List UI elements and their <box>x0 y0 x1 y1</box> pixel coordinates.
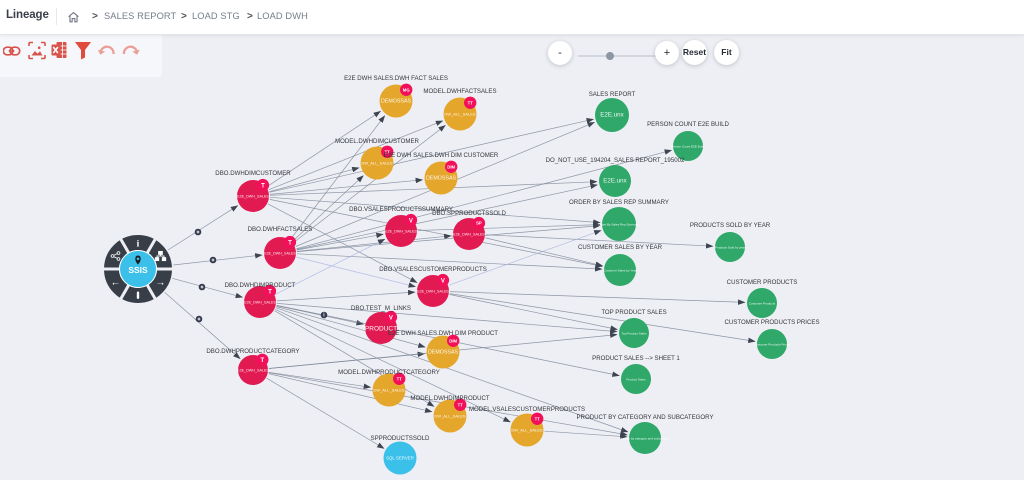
svg-text:CUSTOMER PRODUCTS PRICES: CUSTOMER PRODUCTS PRICES <box>724 319 819 326</box>
svg-text:T: T <box>288 240 292 246</box>
svg-text:T: T <box>268 289 272 295</box>
svg-text:DEMOSSAS: DEMOSSAS <box>426 176 456 182</box>
svg-text:SP: SP <box>476 221 482 226</box>
svg-text:DBO.SPPRODUCTSSOLD: DBO.SPPRODUCTSSOLD <box>432 210 506 217</box>
svg-text:E2E_DWH_SALES: E2E_DWH_SALES <box>264 252 296 256</box>
svg-text:Product by category and subcat: Product by category and subcategory <box>619 437 671 441</box>
svg-text:DIM: DIM <box>449 338 457 343</box>
svg-text:E2E.unx: E2E.unx <box>603 178 627 185</box>
svg-text:Customer Sales by Year: Customer Sales by Year <box>603 269 636 273</box>
svg-text:Person Count E2E Build: Person Count E2E Build <box>671 145 705 149</box>
svg-text:PERSON COUNT E2E BUILD: PERSON COUNT E2E BUILD <box>647 121 729 128</box>
svg-text:MODEL.DWHPRODUCTCATEGORY: MODEL.DWHPRODUCTCATEGORY <box>338 369 440 376</box>
svg-text:E2E.unx: E2E.unx <box>600 112 624 119</box>
svg-text:E2E DWH SALES.DWH DIM CUSTOMER: E2E DWH SALES.DWH DIM CUSTOMER <box>384 152 499 159</box>
svg-text:DBO.DWHPRODUCTCATEGORY: DBO.DWHPRODUCTCATEGORY <box>206 348 299 355</box>
svg-text:MODEL.DWHDIMCUSTOMER: MODEL.DWHDIMCUSTOMER <box>335 138 419 145</box>
svg-text:CUSTOMER PRODUCTS: CUSTOMER PRODUCTS <box>727 279 798 286</box>
svg-text:E2E_DWH_SALES: E2E_DWH_SALES <box>244 301 276 305</box>
svg-text:TT: TT <box>458 402 464 407</box>
svg-text:DEMOSSAS: DEMOSSAS <box>428 350 458 356</box>
svg-text:DW_ALL_SALES: DW_ALL_SALES <box>361 161 392 166</box>
svg-text:DO_NOT_USE_194204_SALES REPORT: DO_NOT_USE_194204_SALES REPORT_195002 <box>546 157 685 164</box>
svg-text:TT: TT <box>397 376 403 381</box>
svg-text:TT: TT <box>535 416 541 421</box>
svg-text:PRODUCT SALES --> SHEET 1: PRODUCT SALES --> SHEET 1 <box>592 355 680 362</box>
svg-text:E2E DWH SALES.DWH DIM PRODUCT: E2E DWH SALES.DWH DIM PRODUCT <box>388 330 498 337</box>
svg-text:DBO.DWHDIMPRODUCT: DBO.DWHDIMPRODUCT <box>225 282 296 289</box>
svg-text:Customer Products Prices: Customer Products Prices <box>754 343 790 347</box>
svg-text:MG: MG <box>403 87 411 92</box>
svg-text:SPPRODUCTSSOLD: SPPRODUCTSSOLD <box>371 435 431 442</box>
svg-text:MODEL.VSALESCUSTOMERPRODUCTS: MODEL.VSALESCUSTOMERPRODUCTS <box>469 406 585 413</box>
svg-text:DBO.DWHDIMCUSTOMER: DBO.DWHDIMCUSTOMER <box>215 170 291 177</box>
svg-text:DIM: DIM <box>447 164 455 169</box>
svg-text:ORDER BY SALES REP SUMMARY: ORDER BY SALES REP SUMMARY <box>569 199 669 206</box>
svg-text:E2E_DWH_SALES: E2E_DWH_SALES <box>417 290 449 294</box>
svg-text:DEMOSSAS: DEMOSSAS <box>381 99 411 105</box>
svg-text:←: ← <box>111 277 121 288</box>
svg-text:TT: TT <box>468 100 474 105</box>
svg-text:PRODUCTS SOLD BY YEAR: PRODUCTS SOLD BY YEAR <box>690 222 771 229</box>
svg-text:DBO.VSALESPRODUCTSSUMMARY: DBO.VSALESPRODUCTSSUMMARY <box>349 206 453 213</box>
svg-text:SALES REPORT: SALES REPORT <box>589 91 636 98</box>
svg-text:Products Sold by year: Products Sold by year <box>715 246 745 250</box>
svg-text:E2E_DWH_SALES: E2E_DWH_SALES <box>385 230 417 234</box>
svg-text:i: i <box>323 313 325 319</box>
svg-text:i: i <box>137 240 140 250</box>
svg-text:E2E_DWH_SALES: E2E_DWH_SALES <box>453 233 485 237</box>
svg-text:V: V <box>441 278 445 284</box>
svg-text:DBO.VSALESCUSTOMERPRODUCTS: DBO.VSALESCUSTOMERPRODUCTS <box>379 266 487 273</box>
svg-text:DBO.DWHFACTSALES: DBO.DWHFACTSALES <box>248 226 313 233</box>
svg-text:TT: TT <box>385 149 391 154</box>
svg-text:CUSTOMER SALES BY YEAR: CUSTOMER SALES BY YEAR <box>578 244 663 251</box>
svg-text:DW_ALL_SALES: DW_ALL_SALES <box>444 112 475 117</box>
svg-text:V: V <box>389 315 393 321</box>
svg-text:V: V <box>409 218 413 224</box>
svg-text:DBO.TEST_M_LINKS: DBO.TEST_M_LINKS <box>351 305 411 312</box>
svg-text:TOP PRODUCT SALES: TOP PRODUCT SALES <box>601 309 666 316</box>
svg-text:→: → <box>156 277 166 288</box>
svg-text:E2E_DWH_SALES: E2E_DWH_SALES <box>237 369 269 373</box>
svg-text:DW_ALL_SALES: DW_ALL_SALES <box>511 428 542 433</box>
svg-text:Product Sales: Product Sales <box>626 378 646 382</box>
svg-text:DW_ALL_SALES: DW_ALL_SALES <box>434 414 465 419</box>
svg-text:MODEL.DWHDIMPRODUCT: MODEL.DWHDIMPRODUCT <box>410 395 489 402</box>
svg-text:Top Product Sales: Top Product Sales <box>621 332 647 336</box>
svg-text:E2E DWH SALES.DWH FACT SALES: E2E DWH SALES.DWH FACT SALES <box>344 75 448 82</box>
svg-text:E2E_DWH_SALES: E2E_DWH_SALES <box>237 195 269 199</box>
svg-text:PRODUCT: PRODUCT <box>365 326 397 333</box>
svg-text:DW_ALL_SALES: DW_ALL_SALES <box>373 388 404 393</box>
svg-text:Customer Products: Customer Products <box>749 302 776 306</box>
svg-text:SSIS: SSIS <box>128 265 148 275</box>
svg-text:PRODUCT BY CATEGORY AND SUBCAT: PRODUCT BY CATEGORY AND SUBCATEGORY <box>576 414 713 421</box>
svg-text:SQL SERVER: SQL SERVER <box>386 456 414 461</box>
svg-text:Order By Sales Rep Summary: Order By Sales Rep Summary <box>598 223 640 227</box>
svg-text:MODEL.DWHFACTSALES: MODEL.DWHFACTSALES <box>423 88 496 95</box>
svg-text:T: T <box>261 183 265 189</box>
svg-text:T: T <box>260 358 264 364</box>
